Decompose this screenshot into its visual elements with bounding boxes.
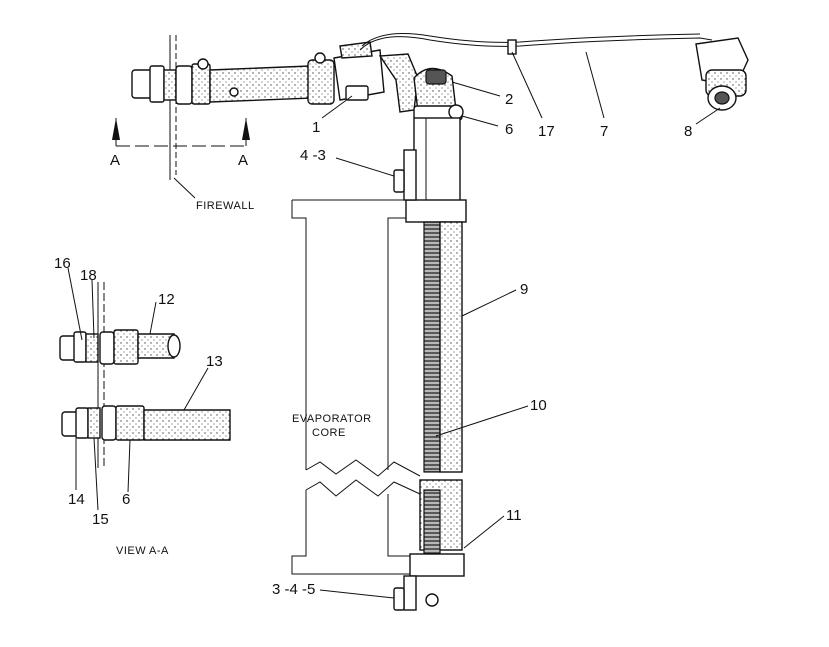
callout-1: 1 [312,119,320,136]
callout-14: 14 [68,491,85,508]
evaporator-assembly [291,117,467,611]
callout-9: 9 [520,281,528,298]
callout-6-top: 6 [505,121,513,138]
callout-11: 11 [506,507,522,524]
callout-10: 10 [530,397,547,414]
callout-8: 8 [684,123,692,140]
firewall-label: FIREWALL [196,200,255,212]
firewall-fitting-assembly [112,33,749,199]
core-label: CORE [312,427,346,439]
callout-12: 12 [158,291,175,308]
callout-13: 13 [206,353,223,370]
callout-17: 17 [538,123,555,140]
section-mark-right: A [238,152,248,169]
callout-18: 18 [80,267,97,284]
view-a-a-detail [59,282,231,468]
callout-16: 16 [54,255,71,272]
callout-6-view: 6 [122,491,130,508]
callout-2: 2 [505,91,513,108]
callout-3-4-5: 3 -4 -5 [272,581,315,598]
leader-lines [67,51,721,599]
view-a-a-title: VIEW A-A [116,545,169,557]
section-mark-left: A [110,152,120,169]
callout-4-3: 4 -3 [300,147,326,164]
evaporator-label: EVAPORATOR [292,413,372,425]
callout-7: 7 [600,123,608,140]
callout-15: 15 [92,511,109,528]
